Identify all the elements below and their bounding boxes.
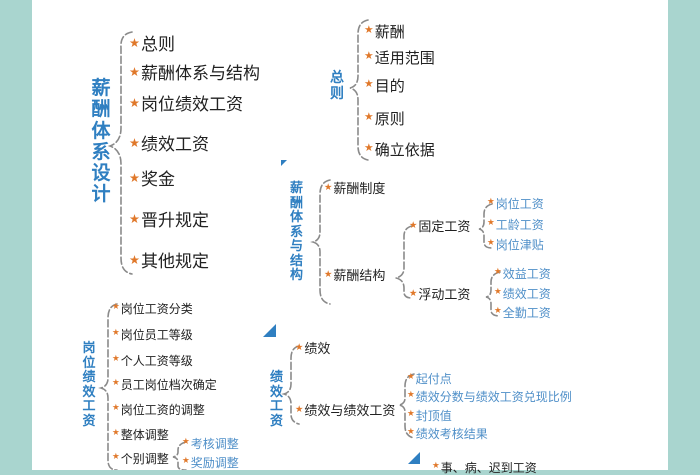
post-sub-item: ★奖励调整 xyxy=(182,456,239,470)
system-item-policy: ★薪酬制度 xyxy=(324,182,386,197)
main-item-general: ★总则 xyxy=(129,35,175,55)
perf-item: ★绩效 xyxy=(295,342,331,357)
perf-sub-item: ★封顶值 xyxy=(407,409,452,423)
post-item: ★员工岗位档次确定 xyxy=(112,378,217,392)
general-item: ★原则 xyxy=(364,110,405,128)
perf-sub-item: ★绩效考核结果 xyxy=(407,427,488,441)
system-item-structure: ★薪酬结构 xyxy=(324,269,386,284)
post-title: 岗位绩效工资 xyxy=(82,341,96,429)
perf-title: 绩效工资 xyxy=(270,370,284,429)
main-item-structure: ★薪酬体系与结构 xyxy=(129,64,260,84)
leave-wage-fragment: ★事、病、迟到工资 xyxy=(432,461,537,475)
corner-triangle-icon xyxy=(281,160,287,166)
main-item-perf: ★绩效工资 xyxy=(129,135,209,155)
main-item-other: ★其他规定 xyxy=(129,252,209,272)
post-item: ★岗位工资的调整 xyxy=(112,403,205,417)
mindmap-sheet xyxy=(32,0,668,470)
perf-sub-item: ★绩效分数与绩效工资兑现比例 xyxy=(407,390,572,404)
floating-sub-item: ★效益工资 xyxy=(494,267,551,281)
floating-sub-item: ★全勤工资 xyxy=(494,306,551,320)
general-title: 总则 xyxy=(330,70,344,102)
corner-triangle-icon xyxy=(408,452,420,464)
post-item: ★个人工资等级 xyxy=(112,354,193,368)
main-item-promotion: ★晋升规定 xyxy=(129,211,209,231)
system-title: 薪酬体系与结构 xyxy=(290,181,304,284)
fixed-sub-item: ★岗位工资 xyxy=(487,197,544,211)
main-item-post-perf: ★岗位绩效工资 xyxy=(129,95,243,115)
general-item: ★薪酬 xyxy=(364,23,405,41)
fixed-sub-item: ★工龄工资 xyxy=(487,218,544,232)
floating-wage-node: ★浮动工资 xyxy=(409,288,471,303)
main-item-bonus: ★奖金 xyxy=(129,170,175,190)
fixed-wage-node: ★固定工资 xyxy=(409,220,471,235)
general-item: ★确立依据 xyxy=(364,141,435,159)
perf-sub-item: ★起付点 xyxy=(407,372,452,386)
post-item: ★整体调整 xyxy=(112,428,169,442)
main-title: 薪酬体系设计 xyxy=(91,77,111,206)
post-item: ★岗位工资分类 xyxy=(112,302,193,316)
perf-item: ★绩效与绩效工资 xyxy=(295,404,396,419)
general-item: ★目的 xyxy=(364,77,405,95)
post-sub-item: ★考核调整 xyxy=(182,437,239,451)
post-item: ★个别调整 xyxy=(112,452,169,466)
corner-triangle-icon xyxy=(263,324,276,337)
general-item: ★适用范围 xyxy=(364,49,435,67)
post-item: ★岗位员工等级 xyxy=(112,328,193,342)
floating-sub-item: ★绩效工资 xyxy=(494,287,551,301)
fixed-sub-item: ★岗位津贴 xyxy=(487,238,544,252)
